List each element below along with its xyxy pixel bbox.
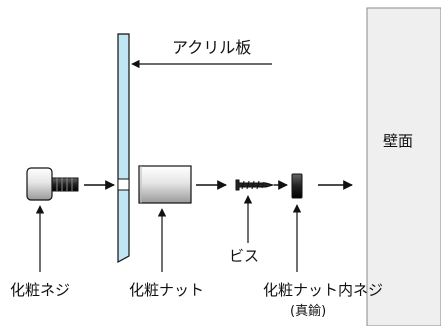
label-brass: (真鍮)	[290, 304, 327, 319]
label-decorative-screw: 化粧ネジ	[10, 281, 71, 299]
label-wall-surface: 壁面	[383, 132, 414, 150]
label-wood-screw: ビス	[229, 247, 260, 265]
decorative-nut	[138, 165, 192, 204]
label-nut-inner-screw: 化粧ナット内ネジ	[263, 281, 384, 299]
nut-inner-screw	[291, 173, 303, 199]
wall-surface	[366, 7, 441, 327]
wood-screw	[235, 179, 275, 191]
label-acrylic-plate: アクリル板	[172, 38, 252, 57]
decorative-screw-threads	[56, 178, 73, 191]
wood-screw-threads	[241, 180, 265, 190]
decorative-screw-shank	[51, 177, 79, 192]
decorative-screw-head	[26, 167, 53, 201]
acrylic-plate	[117, 33, 130, 264]
label-decorative-nut: 化粧ナット	[129, 281, 205, 299]
plate-hole	[117, 178, 130, 191]
